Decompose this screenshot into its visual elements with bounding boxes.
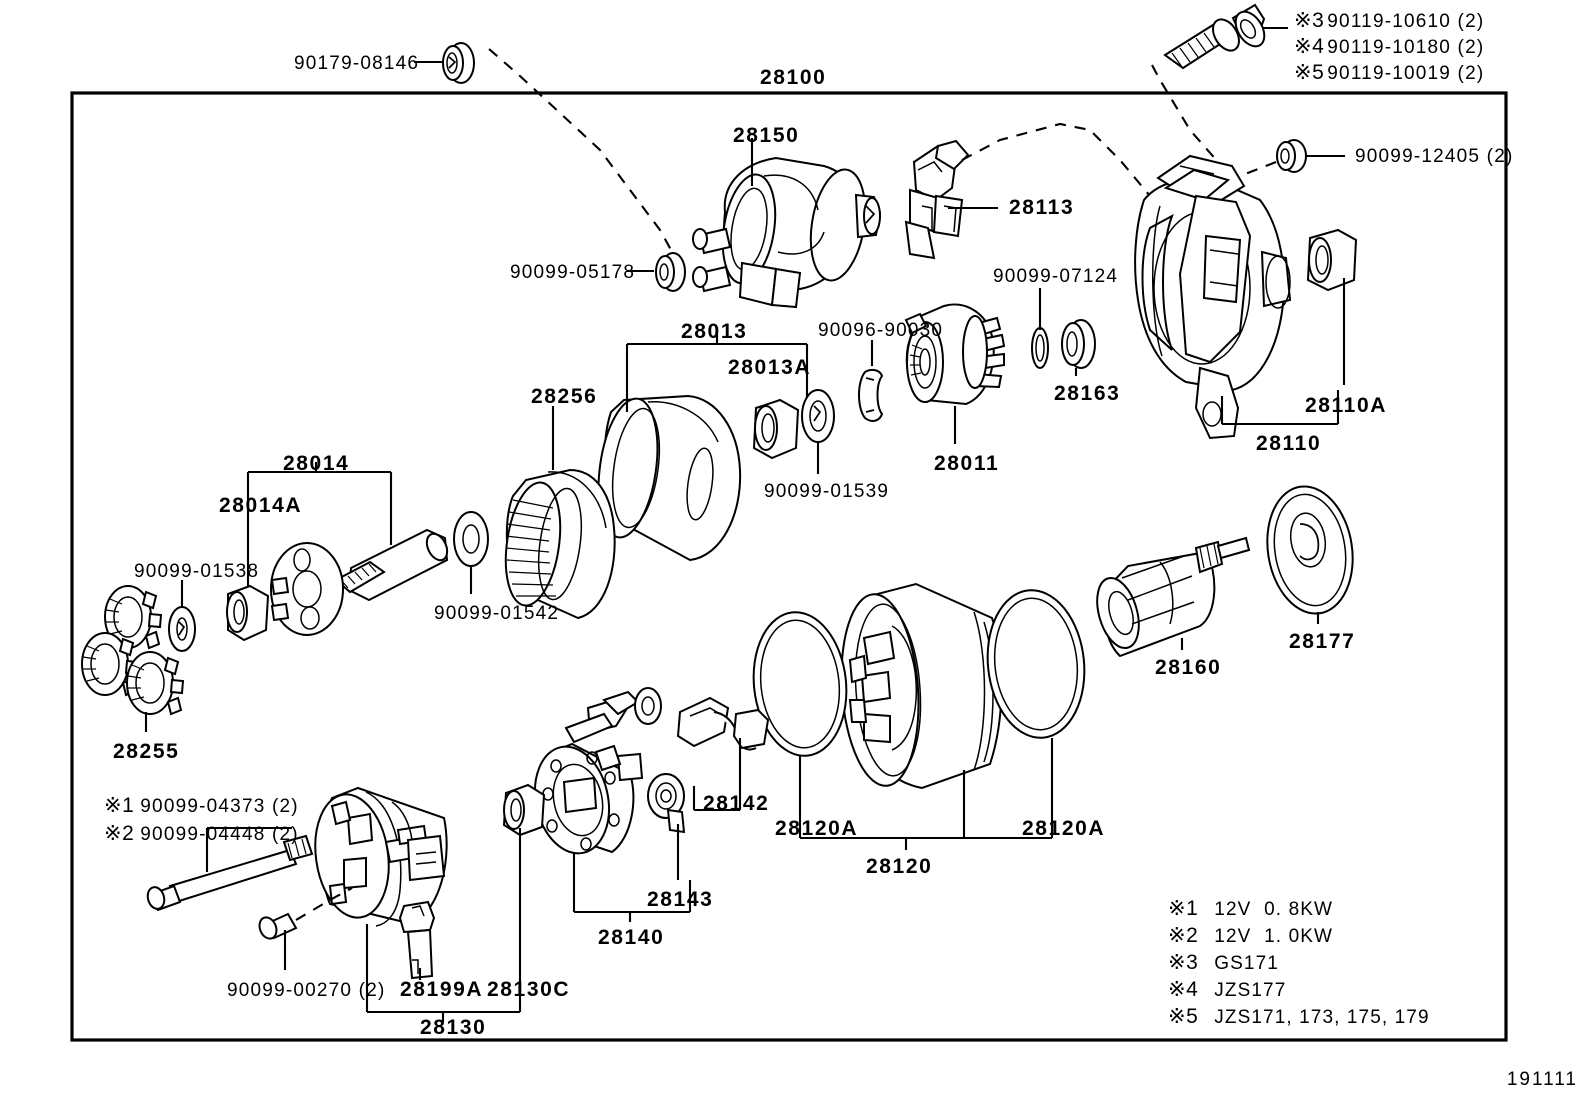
part-28163 — [1061, 319, 1096, 376]
callout-28100: 28100 — [760, 66, 827, 89]
part-90099-05178 — [627, 252, 686, 292]
callout-28130: 28130 — [420, 1016, 487, 1039]
note-mark-5: ※5 — [1294, 61, 1325, 84]
note-text-2: 90099-04448 (2) — [140, 824, 299, 845]
part-28120-yoke — [798, 582, 1054, 850]
part-28011-clutch — [904, 303, 1006, 444]
callout-90096-90030: 90096-90030 — [818, 320, 944, 341]
callout-28113: 28113 — [1009, 196, 1075, 219]
callout-28177: 28177 — [1289, 630, 1356, 653]
part-28013A — [752, 344, 809, 460]
callout-28140: 28140 — [598, 926, 665, 949]
part-90096-90030 — [858, 340, 884, 422]
note-text-4: 90119-10180 (2) — [1327, 37, 1485, 58]
part-28130C — [502, 783, 546, 968]
note-mark-1: ※1 — [104, 794, 135, 817]
callout-28110A: 28110A — [1305, 394, 1388, 417]
legend-mark-3: ※3 — [1168, 951, 1199, 974]
leader-dash-28113 — [961, 122, 1151, 197]
callout-28011: 28011 — [934, 452, 1000, 475]
part-28013-clutch-drum — [597, 334, 807, 562]
part-28014A — [226, 584, 270, 642]
callout-90099-07124: 90099-07124 — [993, 266, 1119, 287]
part-90099-01538 — [168, 580, 196, 652]
top-right-notes: ※3 90119-10610 (2) ※4 90119-10180 (2) ※5… — [1294, 8, 1484, 86]
callout-28014: 28014 — [283, 452, 350, 475]
part-28110A — [1306, 228, 1358, 385]
legend-text-4: JZS177 — [1214, 980, 1287, 1001]
part-28256 — [504, 406, 616, 620]
part-90099-01542 — [453, 511, 489, 594]
callout-28150: 28150 — [733, 124, 800, 147]
callout-90099-05178: 90099-05178 — [510, 262, 636, 283]
diagram-frame — [70, 91, 1508, 1042]
part-28160-armature — [1096, 536, 1251, 658]
callout-90099-01542: 90099-01542 — [434, 603, 560, 624]
legend-text-1: 12V 0. 8KW — [1214, 899, 1334, 920]
part-28113 — [904, 139, 998, 260]
note-mark-3: ※3 — [1294, 9, 1325, 32]
legend-mark-1: ※1 — [1168, 897, 1199, 920]
part-28110-housing — [1134, 154, 1340, 440]
callout-90099-00270: 90099-00270 (2) — [227, 980, 386, 1001]
part-90099-07124 — [1031, 288, 1049, 369]
bottom-left-notes: ※1 90099-04373 (2) ※2 90099-04448 (2) — [104, 792, 299, 848]
note-text-3: 90119-10610 (2) — [1327, 11, 1485, 32]
callout-28013A: 28013A — [728, 356, 812, 379]
part-90119-screw — [1163, 3, 1288, 70]
part-90099-00270 — [258, 912, 298, 970]
note-mark-4: ※4 — [1294, 35, 1325, 58]
note-mark-2: ※2 — [104, 822, 135, 845]
legend-text-5: JZS171, 173, 175, 179 — [1214, 1007, 1430, 1028]
callout-28120: 28120 — [866, 855, 933, 878]
legend-text-3: GS171 — [1214, 953, 1279, 974]
callout-28142: 28142 — [703, 792, 770, 815]
legend-text-2: 12V 1. 0KW — [1214, 926, 1334, 947]
leader-dash-90179 — [488, 48, 677, 260]
part-28014-shaft — [246, 462, 449, 636]
legend-block: ※1 12V 0. 8KW ※2 12V 1. 0KW ※3 GS171 ※4 … — [1168, 896, 1430, 1031]
part-28150-solenoid — [692, 138, 882, 309]
legend-mark-5: ※5 — [1168, 1005, 1199, 1028]
note-text-1: 90099-04373 (2) — [140, 796, 299, 817]
part-28120A-oring — [986, 589, 1086, 812]
callout-28199A: 28199A — [400, 978, 484, 1001]
part-90099-04373-bolt — [146, 828, 314, 912]
leader-dash-screw — [1151, 64, 1226, 171]
part-28143 — [647, 773, 686, 880]
part-90099-01539 — [801, 389, 835, 474]
legend-mark-2: ※2 — [1168, 924, 1199, 947]
part-28120A-ring-left — [752, 611, 848, 812]
callout-28256: 28256 — [531, 385, 598, 408]
part-28255-gears — [81, 585, 185, 732]
callout-28014A: 28014A — [219, 494, 303, 517]
note-text-5: 90119-10019 (2) — [1327, 63, 1485, 84]
part-28177 — [1266, 485, 1354, 624]
callout-90179-08146: 90179-08146 — [294, 53, 420, 74]
callout-28110: 28110 — [1256, 432, 1322, 455]
callout-90099-01538: 90099-01538 — [134, 561, 260, 582]
callout-28160: 28160 — [1155, 656, 1222, 679]
part-28142 — [676, 696, 770, 812]
callout-28120A-left: 28120A — [775, 817, 859, 840]
callout-28143: 28143 — [647, 888, 714, 911]
callout-28163: 28163 — [1054, 382, 1121, 405]
callout-28013: 28013 — [681, 320, 748, 343]
part-28199A — [398, 900, 436, 980]
sheet-number: 191111 — [1506, 1069, 1578, 1090]
part-28140-brush-holder — [534, 687, 692, 922]
callout-28255: 28255 — [113, 740, 180, 763]
callout-90099-12405: 90099-12405 (2) — [1355, 146, 1514, 167]
callout-90099-01539: 90099-01539 — [764, 481, 890, 502]
legend-mark-4: ※4 — [1168, 978, 1199, 1001]
callout-28130C: 28130C — [487, 978, 571, 1001]
callout-28120A-right: 28120A — [1022, 817, 1106, 840]
part-90179-08146 — [414, 42, 475, 84]
part-90099-12405 — [1276, 139, 1345, 173]
